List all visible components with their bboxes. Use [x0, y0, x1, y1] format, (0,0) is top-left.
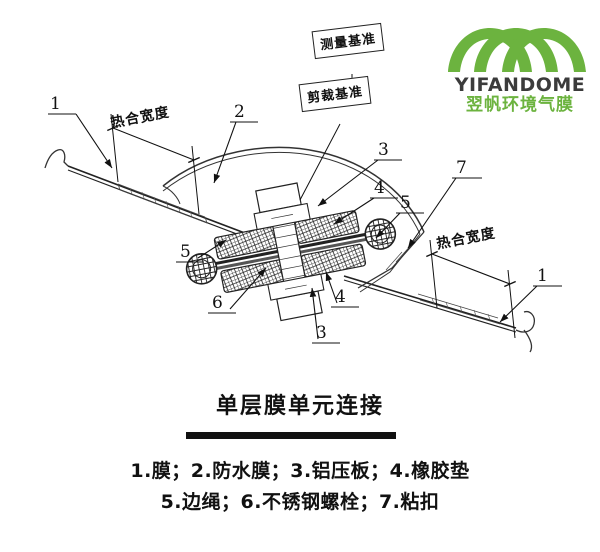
title-underline-rule	[186, 432, 396, 439]
drawing-title: 单层膜单元连接	[215, 394, 384, 419]
callout-number: 1	[50, 94, 61, 114]
membrane-assembly	[44, 74, 562, 353]
callout-number: 4	[374, 178, 385, 198]
callout-number: 2	[234, 102, 245, 122]
logo-english-text: YIFANDOME	[454, 74, 586, 96]
dimension-left	[107, 113, 200, 215]
callout-number: 7	[456, 158, 467, 178]
dimension-right	[426, 239, 516, 339]
callout-number: 3	[378, 140, 389, 160]
legend-line-1: 1.膜；2.防水膜；3.铝压板；4.橡胶垫	[130, 460, 470, 482]
callout-number: 5	[180, 242, 191, 262]
logo-chinese-text: 翌帆环境气膜	[466, 95, 574, 115]
callout-number: 5	[400, 193, 411, 213]
membrane-right-span	[343, 275, 536, 353]
callout-number: 1	[537, 266, 548, 286]
company-logo: YIFANDOME 翌帆环境气膜	[444, 22, 596, 115]
leader-lines	[48, 74, 562, 344]
callout-number: 4	[335, 287, 346, 307]
waterproof-membrane-arc	[162, 146, 425, 235]
edge-rope-left	[185, 252, 218, 285]
callout-number: 6	[212, 293, 223, 313]
membrane-left-span	[44, 149, 259, 243]
callout-number: 3	[316, 323, 327, 343]
dome-arches-logo-icon	[448, 28, 586, 72]
legend-line-2: 5.边绳；6.不锈钢螺栓；7.粘扣	[160, 491, 440, 513]
clamp-assembly	[185, 182, 397, 322]
